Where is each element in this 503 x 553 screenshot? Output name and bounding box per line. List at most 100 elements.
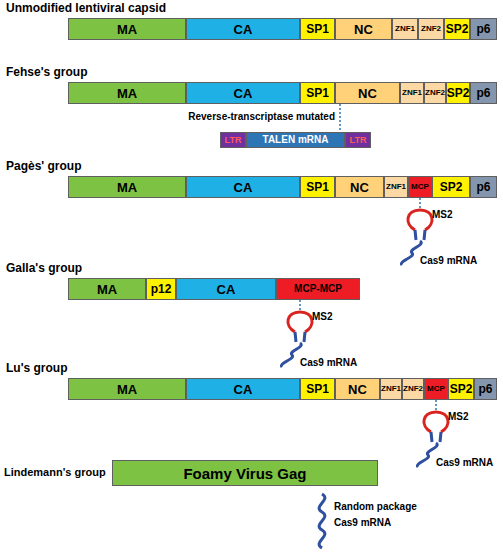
gag-segment: SP1 xyxy=(300,378,335,400)
segment-label: NC xyxy=(348,383,367,396)
segment-label: SP1 xyxy=(306,87,329,99)
connector-layer xyxy=(340,104,341,132)
gag-segment: p6 xyxy=(470,18,497,40)
group-title: Pagès' group xyxy=(6,160,82,172)
group-title: Fehse's group xyxy=(6,66,88,78)
segment-label: MCP xyxy=(427,385,445,393)
annotation-label: Cas9 mRNA xyxy=(436,458,493,468)
segment-label: LTR xyxy=(225,136,242,145)
segment-label: SP1 xyxy=(306,383,329,395)
annotation-label: MS2 xyxy=(432,210,453,220)
gag-segment: CA xyxy=(186,176,300,198)
segment-label: CA xyxy=(234,383,253,396)
hairpin-loop xyxy=(288,312,312,332)
gag-segment: MCP-MCP xyxy=(276,278,360,300)
gag-segment: ZNF1 xyxy=(400,82,424,104)
gag-segment: ZNF1 xyxy=(392,18,418,40)
gag-segment: NC xyxy=(335,18,392,40)
annotation-label: MS2 xyxy=(312,312,333,322)
hairpin-stem xyxy=(415,230,425,240)
mrna-strand xyxy=(401,241,421,265)
gag-segment: SP1 xyxy=(300,176,335,198)
gag-segment: SP2 xyxy=(444,18,470,40)
gag-segment: SP2 xyxy=(432,176,470,198)
dotted-connector xyxy=(339,104,341,132)
segment-label: p12 xyxy=(151,283,172,295)
segment-label: ZNF2 xyxy=(421,25,441,33)
gag-segment: LTR xyxy=(220,132,246,148)
segment-label: TALEN mRNA xyxy=(263,135,329,145)
gag-segment: ZNF2 xyxy=(402,378,424,400)
segment-label: p6 xyxy=(478,383,492,395)
group-title: Lu's group xyxy=(6,362,68,374)
gag-segment: MA xyxy=(68,176,186,198)
segment-label: CA xyxy=(217,283,236,296)
segment-label: SP2 xyxy=(440,181,463,193)
segment-label: CA xyxy=(234,181,253,194)
gag-segment: MA xyxy=(68,378,186,400)
segment-label: NC xyxy=(358,87,377,100)
gag-segment: TALEN mRNA xyxy=(246,132,345,148)
segment-label: ZNF2 xyxy=(425,89,445,97)
segment-label: ZNF1 xyxy=(395,25,415,33)
segment-label: MA xyxy=(117,87,137,100)
segment-label: MA xyxy=(117,383,137,396)
leader-line xyxy=(435,400,437,412)
gag-segment: SP1 xyxy=(300,18,335,40)
hairpin-loop xyxy=(408,210,432,230)
gag-segment: MA xyxy=(68,278,146,300)
leader-line xyxy=(419,198,421,210)
segment-label: p6 xyxy=(476,23,490,35)
connector-label: Reverse-transcriptase mutated xyxy=(188,112,335,122)
gag-segment: ZNF1 xyxy=(384,176,408,198)
segment-label: ZNF2 xyxy=(403,385,423,393)
segment-label: ZNF1 xyxy=(386,183,406,191)
gag-segment: CA xyxy=(186,18,300,40)
gag-segment: SP1 xyxy=(300,82,335,104)
gag-segment: ZNF1 xyxy=(380,378,402,400)
gag-segment: ZNF2 xyxy=(418,18,444,40)
gag-segment: ZNF2 xyxy=(424,82,446,104)
gag-segment: MCP xyxy=(424,378,448,400)
segment-label: LTR xyxy=(350,136,367,145)
segment-label: CA xyxy=(234,23,253,36)
mrna-strand xyxy=(319,494,325,548)
gag-segment: MA xyxy=(68,18,186,40)
gag-segment: p6 xyxy=(470,176,497,198)
annotation-label: Random package xyxy=(334,502,417,512)
segment-label: SP2 xyxy=(447,87,470,99)
segment-label: p6 xyxy=(476,181,490,193)
annotation-label: Cas9 mRNA xyxy=(334,518,391,528)
gag-segment: p12 xyxy=(146,278,176,300)
gag-segment: NC xyxy=(335,176,384,198)
group-title: Unmodified lentiviral capsid xyxy=(6,2,166,14)
gag-segment: Foamy Virus Gag xyxy=(112,460,378,486)
group-title: Lindemann's group xyxy=(4,467,106,478)
annotation-label: MS2 xyxy=(448,412,469,422)
gag-segment: p6 xyxy=(474,378,497,400)
annotation-label: Cas9 mRNA xyxy=(420,256,477,266)
gag-segment: CA xyxy=(186,378,300,400)
segment-label: p6 xyxy=(476,87,490,99)
gag-segment: NC xyxy=(335,378,380,400)
segment-label: MCP-MCP xyxy=(294,284,342,294)
segment-label: NC xyxy=(354,23,373,36)
segment-label: ZNF1 xyxy=(381,385,401,393)
segment-label: CA xyxy=(234,87,253,100)
hairpin-stem xyxy=(295,332,305,342)
segment-label: MA xyxy=(117,23,137,36)
gag-segment: NC xyxy=(335,82,400,104)
segment-label: SP2 xyxy=(446,23,469,35)
segment-label: MA xyxy=(117,181,137,194)
gag-segment: SP2 xyxy=(446,82,470,104)
segment-label: SP2 xyxy=(450,383,473,395)
annotation-label: Cas9 mRNA xyxy=(300,358,357,368)
segment-label: SP1 xyxy=(306,23,329,35)
mrna-strand xyxy=(281,343,301,367)
mrna-strand xyxy=(417,443,437,467)
hairpin-stem xyxy=(431,432,441,442)
segment-label: Foamy Virus Gag xyxy=(183,466,306,481)
group-title: Galla's group xyxy=(6,262,82,274)
gag-segment: CA xyxy=(186,82,300,104)
